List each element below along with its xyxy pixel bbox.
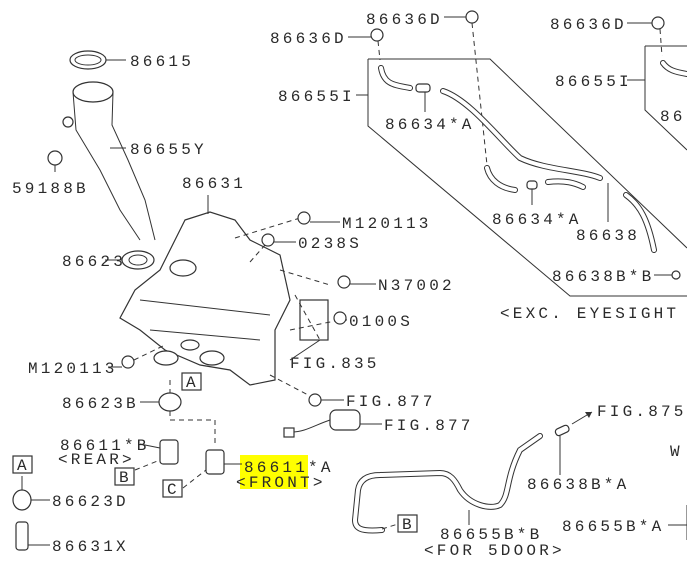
label-M120113-upper: M120113 [342, 215, 432, 233]
label-86623D: 86623D [52, 493, 129, 511]
callout-A-text: A [186, 374, 199, 392]
callout-box-A-tank: A [181, 372, 202, 392]
hose-frame-exc-eyesight [356, 58, 687, 297]
label-86611B: 86611*B [60, 437, 150, 455]
label-w-partial: W [670, 443, 683, 461]
label-for-5door: <FOR 5DOOR> [424, 542, 565, 560]
callout-C-text: C [167, 481, 180, 499]
label-86631X: 86631X [52, 538, 129, 556]
grommet-86623D [12, 476, 50, 511]
label-86655BA: 86655B*A [562, 518, 664, 536]
label-86634A-a: 86634*A [385, 116, 475, 134]
label-fig-875: FIG.875- [597, 403, 687, 421]
label-86655Y: 86655Y [130, 141, 207, 159]
callout-A-text: A [17, 457, 30, 475]
clip-59188B [47, 150, 63, 172]
washer-pump [269, 374, 382, 438]
label-86623: 86623 [62, 253, 126, 271]
nut-0238S [261, 233, 296, 247]
hose-86655BB [351, 411, 687, 540]
bolt-M120113-lower [108, 344, 166, 369]
pipe-86631X [15, 521, 50, 551]
label-86655I-a: 86655I [278, 88, 355, 106]
callout-box-A-left: A [12, 455, 33, 475]
label-86655BB: 86655B*B [440, 526, 542, 544]
label-fig-877-lower: FIG.877 [384, 417, 474, 435]
filler-neck-86655Y [62, 81, 156, 241]
callout-box-B-left: B [114, 467, 135, 487]
filler-cap-86615 [69, 50, 126, 70]
label-86655I-b: 86655I [555, 73, 632, 91]
grommet-86623B [140, 380, 216, 445]
label-86636D-a: 86636D [366, 11, 443, 29]
label-86631: 86631 [182, 175, 246, 193]
bolt-0100S [333, 311, 347, 325]
label-86638BB: 86638B*B [552, 268, 654, 286]
label-0100S: 0100S [349, 313, 413, 331]
label-86634A-b: 86634*A [492, 211, 582, 229]
label-exc-eyesight: <EXC. EYESIGHT [500, 305, 679, 323]
label-front: <FRONT> [236, 474, 326, 492]
label-rear: <REAR> [58, 451, 135, 469]
callout-box-C: C [162, 479, 183, 499]
highlight-86611A [240, 455, 308, 489]
callout-B-text: B [402, 516, 415, 534]
callout-B-text: B [119, 469, 132, 487]
label-86611A: 86611*A [244, 459, 334, 477]
label-86638BA: 86638B*A [527, 476, 629, 494]
label-59188B: 59188B [12, 180, 89, 198]
hoses-upper [378, 60, 687, 280]
label-86636D-b: 86636D [270, 30, 347, 48]
callout-box-B-right: B [397, 514, 418, 534]
pump-86611B-rear [134, 439, 179, 471]
label-fig-835: FIG.835 [290, 355, 380, 373]
label-86615: 86615 [130, 53, 194, 71]
grommet-86623 [105, 250, 155, 270]
label-86638: 86638 [576, 227, 640, 245]
bolt-M120113-upper [297, 211, 340, 225]
hose-frame-right [627, 45, 687, 151]
label-86-partial: 86 [660, 108, 686, 126]
pump-86611A-front [182, 449, 242, 489]
nut-N37002 [337, 275, 376, 289]
label-0238S: 0238S [298, 235, 362, 253]
nozzle-86636D [348, 10, 665, 166]
label-M120113-lower: M120113 [28, 360, 118, 378]
washer-tank-86631 [119, 195, 329, 386]
label-N37002: N37002 [378, 277, 455, 295]
label-fig-877-upper: FIG.877 [346, 393, 436, 411]
label-86623B: 86623B [62, 395, 139, 413]
label-86636D-c: 86636D [550, 16, 627, 34]
